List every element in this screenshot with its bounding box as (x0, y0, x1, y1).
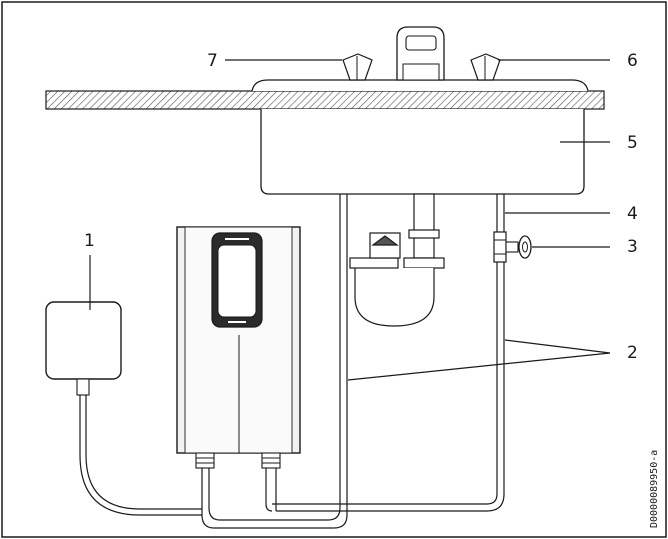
hot-water-pipe (201, 194, 348, 529)
countertop (45, 90, 605, 110)
power-supply-box (45, 301, 202, 516)
sink-basin (260, 109, 585, 195)
callout-2: 2 (627, 343, 638, 363)
callout-4: 4 (627, 204, 638, 224)
tap-valve-right (470, 53, 501, 81)
shut-off-valve (493, 231, 532, 263)
water-heater (176, 226, 301, 469)
leader-lines (89, 59, 611, 381)
callout-1: 1 (84, 231, 95, 251)
callout-6: 6 (627, 51, 638, 71)
sink-rim (251, 79, 589, 92)
faucet (396, 26, 445, 81)
document-id: D0000089950-a (649, 450, 660, 528)
tap-valve-left (342, 53, 373, 81)
heater-connection-pipes (265, 468, 279, 512)
callout-7: 7 (207, 51, 218, 71)
callout-5: 5 (627, 133, 638, 153)
callout-3: 3 (627, 237, 638, 257)
drain-trap (349, 193, 445, 327)
